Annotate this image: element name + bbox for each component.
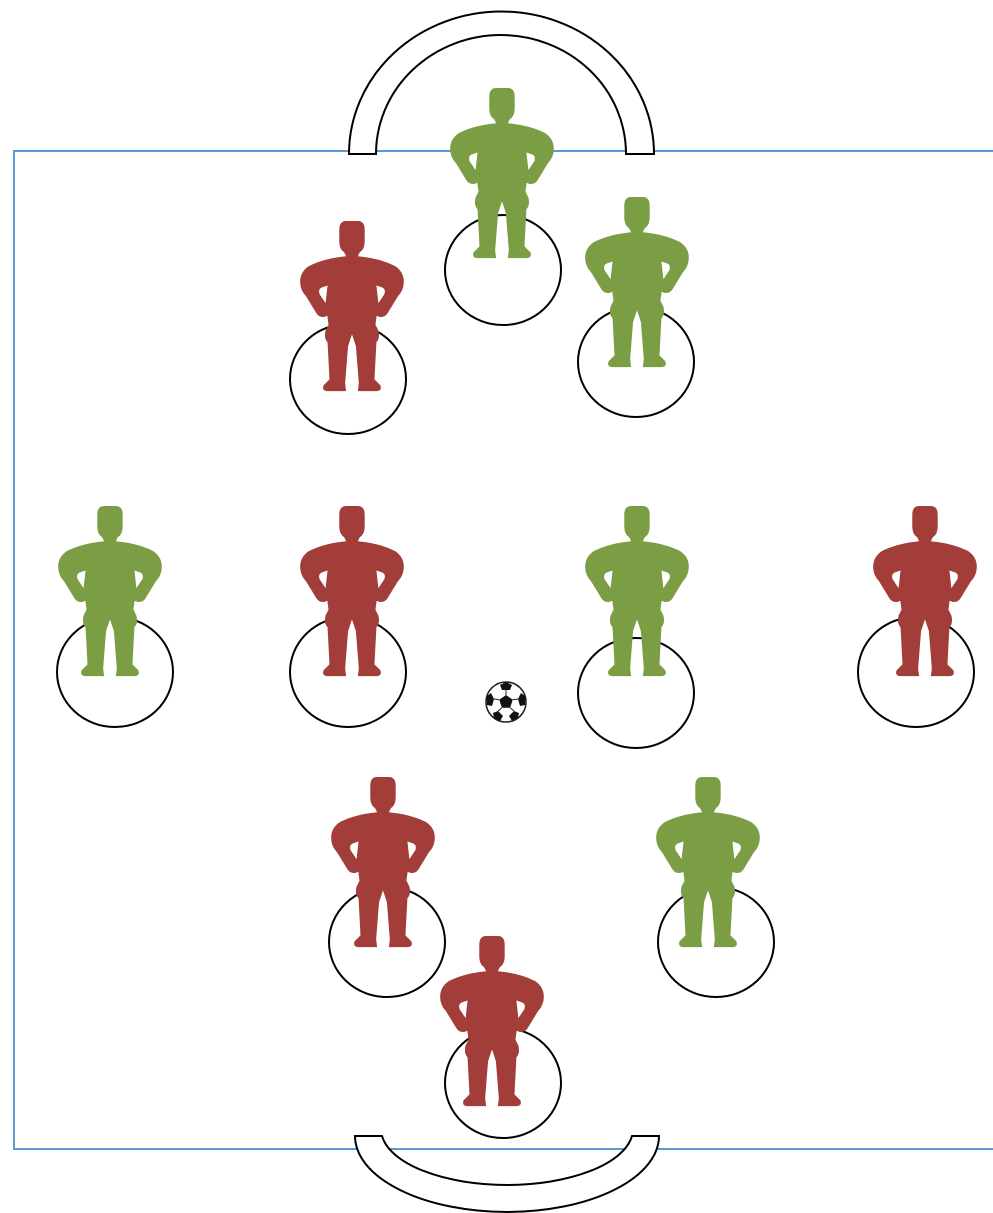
green-player-silhouette-icon — [656, 777, 760, 947]
red-player-silhouette-icon — [873, 506, 977, 676]
soccer-ball-icon — [486, 682, 526, 722]
red-player-silhouette-icon — [300, 221, 404, 391]
position-circle — [445, 215, 561, 325]
green-player-silhouette-icon — [58, 506, 162, 676]
position-circle — [578, 307, 694, 417]
players — [58, 88, 977, 1106]
green-player-silhouette-icon — [585, 197, 689, 367]
green-player-silhouette-icon — [450, 88, 554, 258]
position-circle — [578, 638, 694, 748]
red-player-silhouette-icon — [300, 506, 404, 676]
red-player-silhouette-icon — [331, 777, 435, 947]
position-circle — [290, 617, 406, 727]
bottom-goal-arc — [355, 1136, 659, 1212]
red-player-silhouette-icon — [440, 936, 544, 1106]
